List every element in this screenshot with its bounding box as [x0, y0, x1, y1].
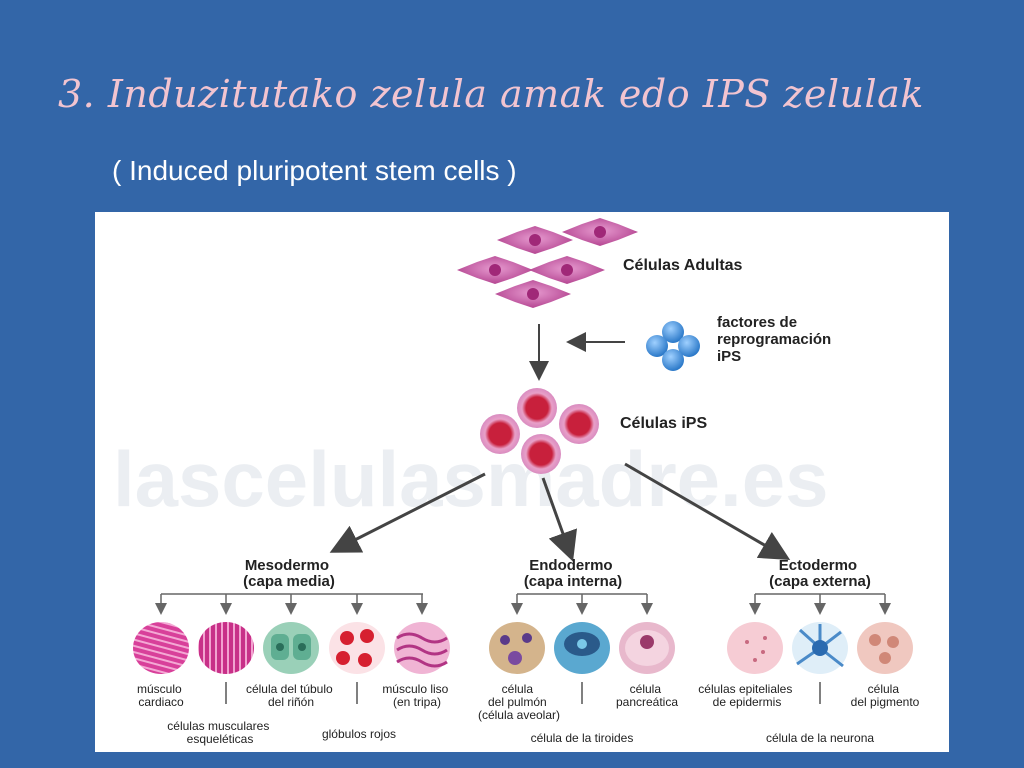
label-neurona: célula de la neurona: [766, 731, 874, 745]
label-pigmento: célula del pigmento: [851, 682, 920, 709]
pigment-cell-icon: [857, 622, 913, 674]
label-tubulo-rinon: célula del túbulo del riñón: [246, 682, 336, 709]
label-musculo-liso: músculo liso (en tripa): [382, 682, 451, 709]
epidermis-cell-icon: [727, 622, 783, 674]
ips-cells-cluster: [480, 388, 599, 474]
label-pulmon-1: célula: [502, 682, 534, 696]
to-ectodermo-arrow: [624, 462, 791, 561]
label-epidermis-1: células epiteliales: [698, 682, 792, 696]
label-musculares-esqueleticas-1: células musculares: [167, 719, 269, 733]
reprogramming-factors-icon: [646, 321, 700, 371]
kidney-tubule-cell-icon: [263, 622, 319, 674]
thyroid-cell-icon: [554, 622, 610, 674]
label-epidermis: células epiteliales de epidermis: [698, 682, 795, 709]
ectodermo-bracket: [749, 593, 891, 615]
label-epidermis-2: de epidermis: [713, 695, 782, 709]
label-tiroides: célula de la tiroides: [531, 731, 634, 745]
adult-cells-cluster: [457, 218, 638, 308]
ectodermo-name: Ectodermo: [779, 557, 857, 574]
ectodermo-label: Ectodermo (capa externa): [769, 557, 871, 590]
label-musculares-esqueleticas: células musculares esqueléticas: [167, 719, 272, 746]
label-musculo-cardiaco-1: músculo: [137, 682, 182, 696]
cardiac-muscle-cell-icon: [133, 622, 189, 674]
cell-label-ticks: [225, 682, 821, 704]
to-mesodermo-arrow: [329, 472, 486, 553]
label-musculares-esqueleticas-2: esqueléticas: [187, 732, 254, 746]
pancreatic-cell-icon: [619, 622, 675, 674]
slide-subtitle: ( Induced pluripotent stem cells ): [112, 155, 517, 186]
label-pancreatica-2: pancreática: [616, 695, 678, 709]
slide-title: 3. Induzitutako zelula amak edo IPS zelu…: [58, 72, 924, 116]
label-pigmento-2: del pigmento: [851, 695, 920, 709]
ectodermo-sub: (capa externa): [769, 573, 871, 590]
endodermo-sub: (capa interna): [524, 573, 622, 590]
mesodermo-name: Mesodermo: [245, 557, 329, 574]
neuron-cell-icon: [792, 622, 848, 674]
endodermo-bracket: [511, 593, 653, 615]
label-pulmon-2: del pulmón: [488, 695, 547, 709]
adult-cells-label: Células Adultas: [623, 257, 743, 274]
watermark: lascelulasmadre.es: [113, 435, 828, 523]
factors-label-line-2: reprogramación: [717, 331, 831, 348]
lung-cell-icon: [489, 622, 545, 674]
factors-label-line-3: iPS: [717, 348, 741, 365]
label-tubulo-rinon-2: del riñón: [268, 695, 314, 709]
label-pigmento-1: célula: [868, 682, 900, 696]
to-endodermo-arrow: [541, 477, 578, 562]
label-musculo-liso-2: (en tripa): [393, 695, 441, 709]
label-pulmon: célula del pulmón (célula aveolar): [478, 682, 560, 722]
label-tubulo-rinon-1: célula del túbulo: [246, 682, 333, 696]
mesodermo-label: Mesodermo (capa media): [243, 557, 335, 590]
label-pancreatica: célula pancreática: [616, 682, 678, 709]
skeletal-muscle-cell-icon: [198, 622, 254, 674]
factors-label: factores de reprogramación iPS: [717, 314, 835, 365]
ips-cells-label: Células iPS: [620, 415, 707, 432]
smooth-muscle-cell-icon: [394, 622, 450, 674]
endodermo-name: Endodermo: [529, 557, 612, 574]
label-pancreatica-1: célula: [630, 682, 662, 696]
label-musculo-cardiaco: músculo cardiaco: [137, 682, 185, 709]
label-musculo-cardiaco-2: cardiaco: [138, 695, 184, 709]
label-globulos-rojos: glóbulos rojos: [322, 727, 396, 741]
endodermo-label: Endodermo (capa interna): [524, 557, 622, 590]
label-musculo-liso-1: músculo liso: [382, 682, 448, 696]
mesodermo-sub: (capa media): [243, 573, 335, 590]
ips-diagram: lascelulasmadre.es Células Adultas facto…: [95, 212, 949, 752]
red-blood-cells-icon: [329, 622, 385, 674]
factors-label-line-1: factores de: [717, 314, 797, 331]
mesodermo-bracket: [155, 593, 428, 615]
label-pulmon-3: (célula aveolar): [478, 708, 560, 722]
